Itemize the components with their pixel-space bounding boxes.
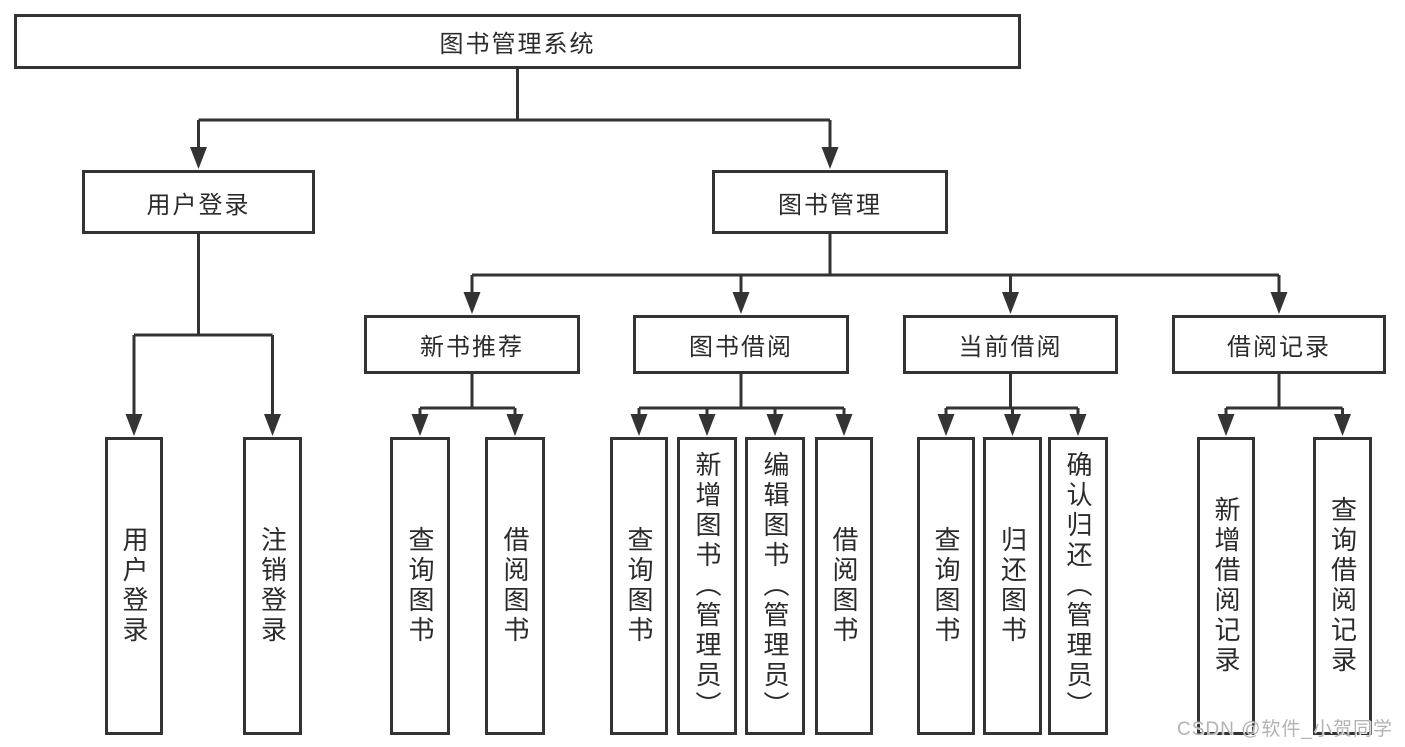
connector-borrow-records	[1217, 374, 1351, 436]
connector-user-login	[125, 234, 281, 436]
node-logout-v: 注销登录	[243, 437, 302, 735]
arrowhead-icon	[125, 414, 143, 436]
node-cb-query: 查询图书	[917, 437, 975, 735]
arrowhead-icon	[766, 414, 784, 436]
node-br-add: 新增借阅记录	[1197, 437, 1255, 735]
node-nb-query: 查询图书	[390, 437, 450, 735]
arrowhead-icon	[411, 414, 429, 436]
node-login-v: 用户登录	[105, 437, 163, 735]
arrowhead-icon	[630, 414, 648, 436]
arrowhead-icon	[1334, 414, 1351, 436]
connector-current-borrow	[937, 374, 1087, 436]
connector-new-book-rec	[411, 374, 524, 436]
node-user-login: 用户登录	[82, 170, 315, 234]
node-new-book-rec: 新书推荐	[364, 315, 580, 374]
arrowhead-icon	[463, 292, 481, 314]
node-cb-confirm: 确认归还（管理员）	[1048, 437, 1108, 735]
node-cb-return: 归还图书	[983, 437, 1042, 735]
arrowhead-icon	[1270, 292, 1288, 314]
arrowhead-icon	[698, 414, 716, 436]
arrowhead-icon	[1002, 292, 1019, 314]
arrowhead-icon	[264, 414, 281, 436]
node-bb-borrow: 借阅图书	[815, 437, 873, 735]
arrowhead-icon	[1004, 414, 1021, 436]
arrowhead-icon	[821, 147, 839, 169]
watermark: CSDN @软件_小贺同学	[1177, 719, 1393, 740]
arrowhead-icon	[190, 147, 207, 169]
node-bb-add: 新增图书（管理员）	[677, 437, 737, 735]
node-current-borrow: 当前借阅	[903, 315, 1118, 374]
node-bb-query: 查询图书	[610, 437, 668, 735]
node-book-mgmt: 图书管理	[712, 170, 948, 234]
arrowhead-icon	[835, 414, 853, 436]
arrowhead-icon	[1217, 414, 1235, 436]
node-book-borrow: 图书借阅	[633, 315, 849, 374]
arrowhead-icon	[1069, 414, 1087, 436]
node-root: 图书管理系统	[14, 14, 1021, 69]
node-br-query: 查询借阅记录	[1313, 437, 1372, 735]
connector-book-borrow	[630, 374, 853, 436]
node-nb-borrow: 借阅图书	[485, 437, 545, 735]
node-borrow-records: 借阅记录	[1172, 315, 1386, 374]
arrowhead-icon	[937, 414, 955, 436]
connector-book-mgmt	[463, 234, 1288, 314]
node-bb-edit: 编辑图书（管理员）	[745, 437, 805, 735]
arrowhead-icon	[732, 292, 750, 314]
connector-root	[190, 69, 839, 169]
arrowhead-icon	[506, 414, 524, 436]
